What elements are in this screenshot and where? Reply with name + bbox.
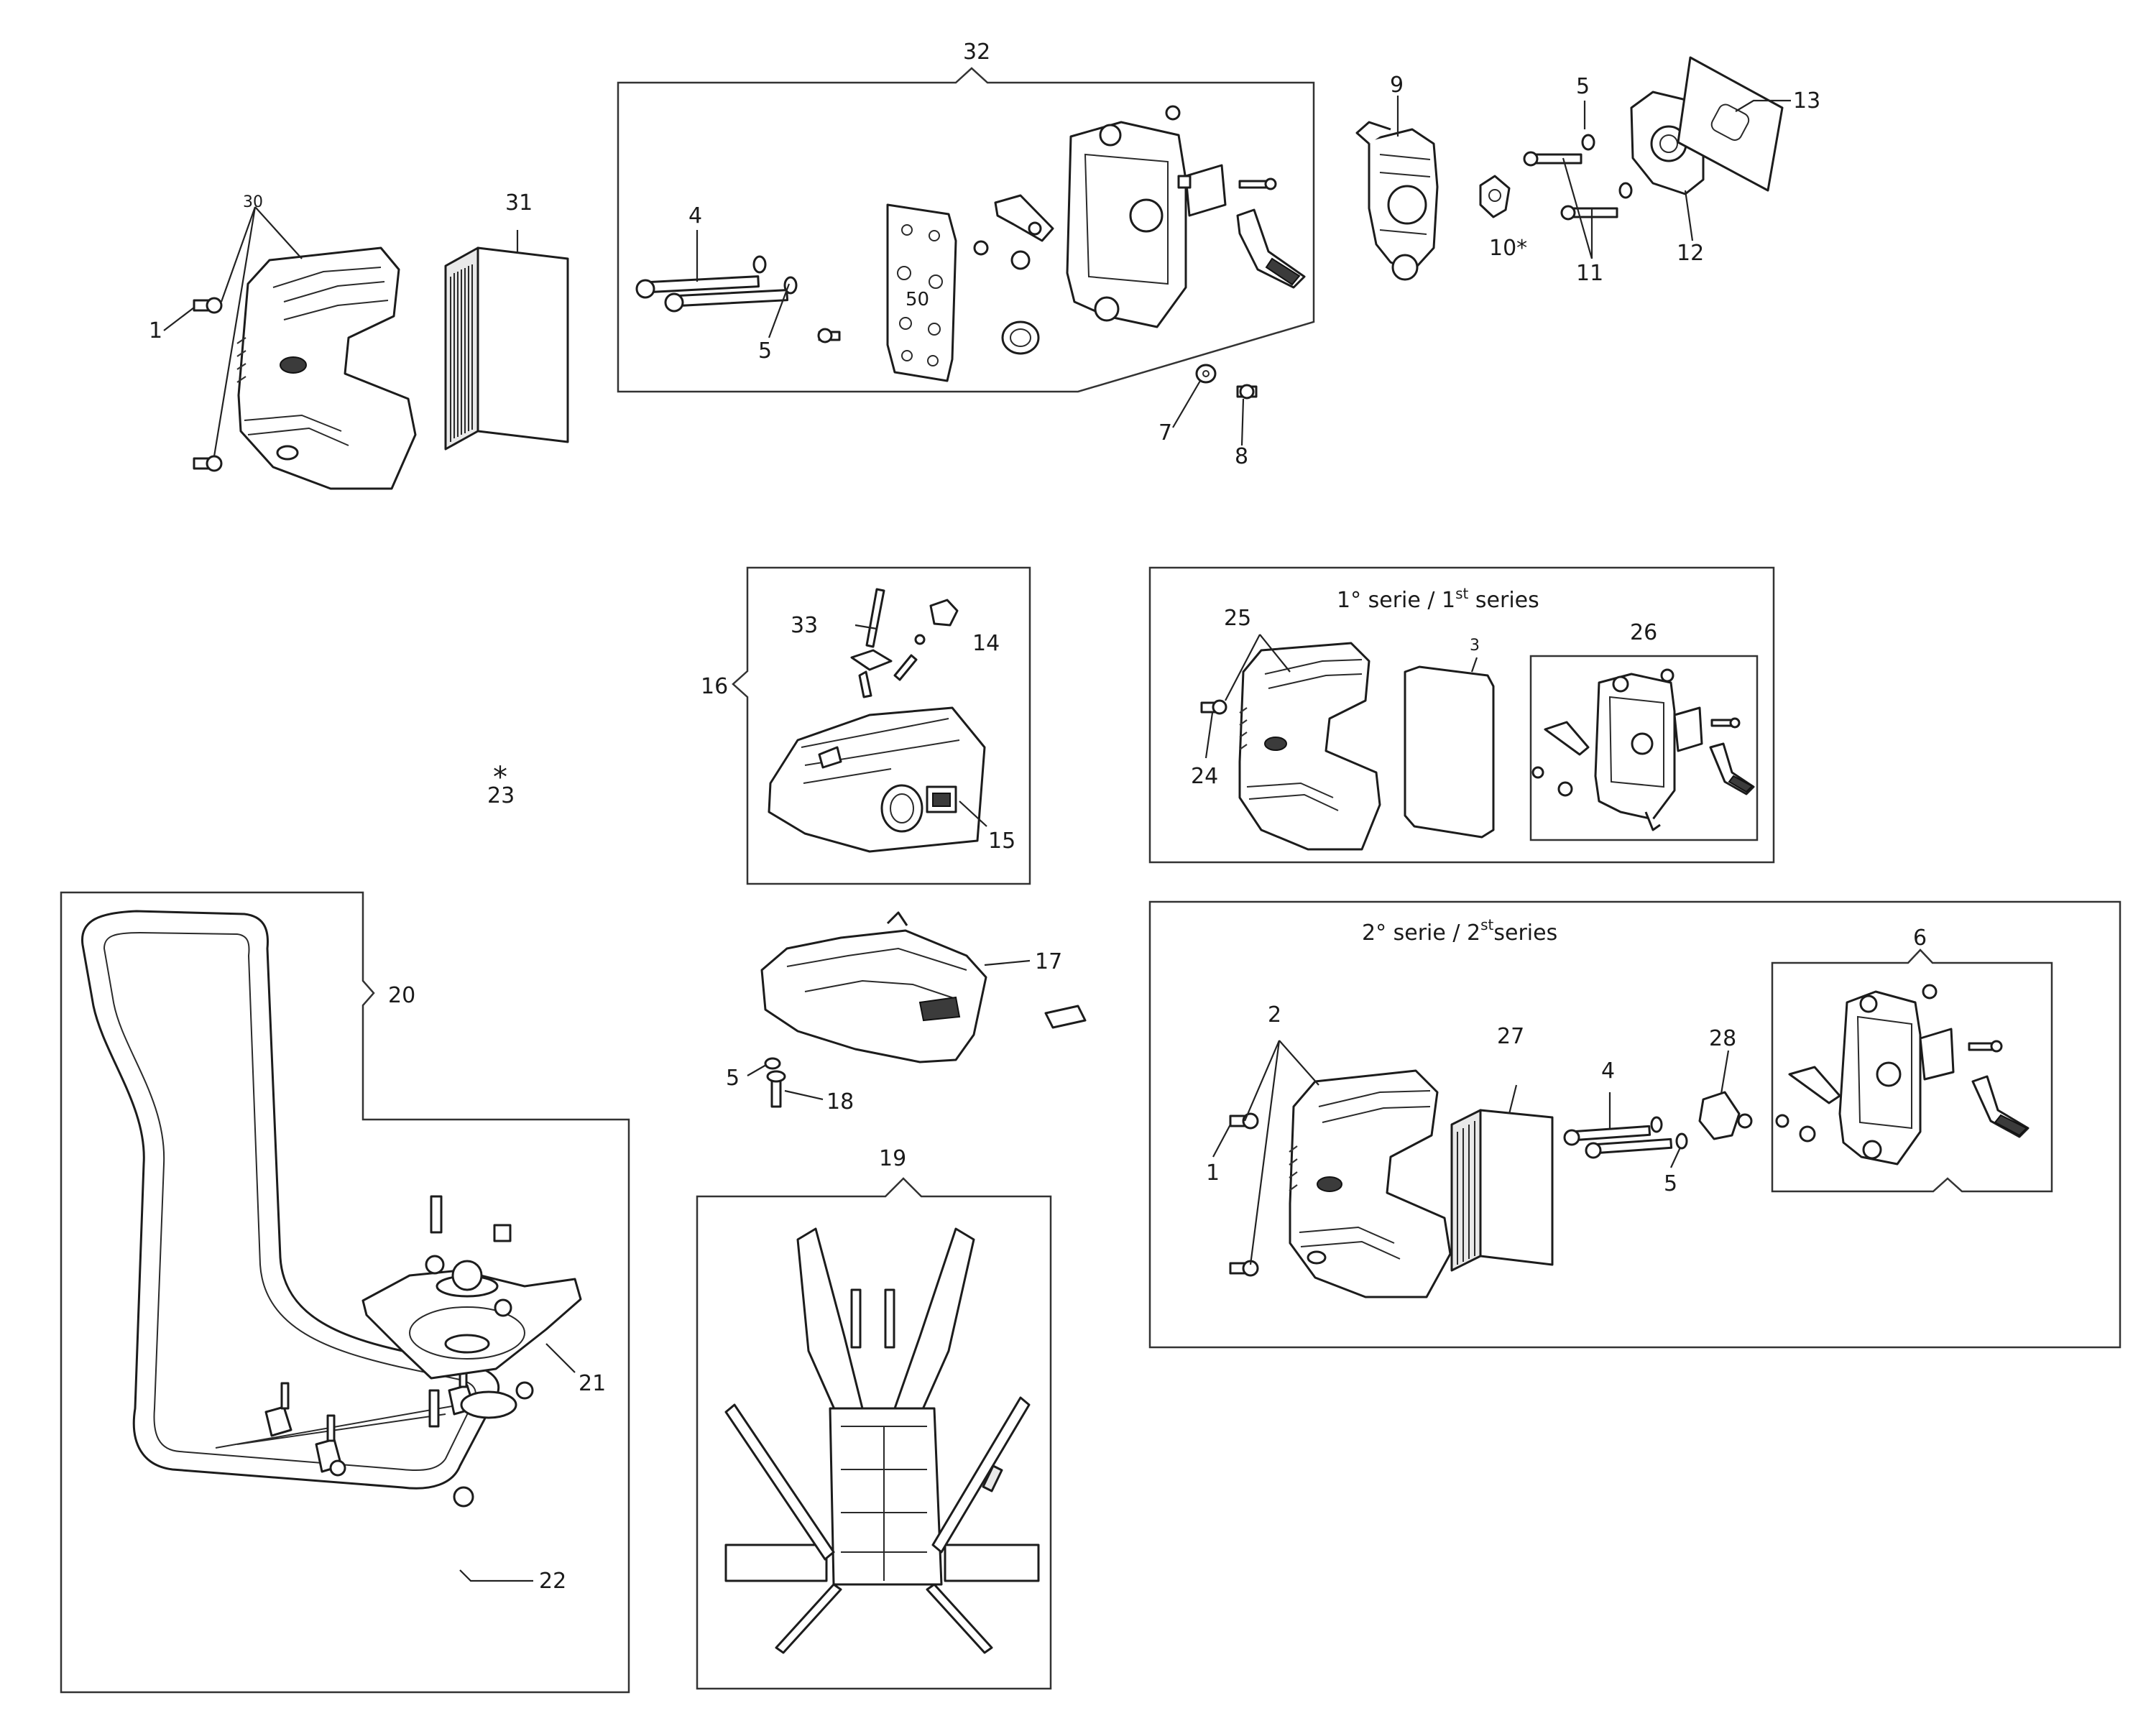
label-17: 17 xyxy=(1035,949,1062,974)
tank-bracket-17 xyxy=(760,911,987,1063)
svg-text:50: 50 xyxy=(906,289,929,310)
label-8: 8 xyxy=(1235,444,1248,469)
bolt-18 xyxy=(766,1070,786,1108)
small-screw xyxy=(817,328,841,343)
washer-5c xyxy=(764,1057,781,1070)
carburetor xyxy=(1355,121,1439,281)
long-bolts-4b xyxy=(1563,1125,1673,1159)
throttle-trigger xyxy=(1236,208,1306,289)
washer-pair xyxy=(752,255,798,295)
label-12: 12 xyxy=(1677,241,1704,266)
washer-pair-5b xyxy=(1581,134,1633,199)
gasket-13 xyxy=(1677,56,1784,192)
series-2-title: 2° serie / 2stseries xyxy=(1362,916,1557,946)
label-5a: 5 xyxy=(758,338,772,364)
harness-19 xyxy=(724,1227,1040,1654)
label-25: 25 xyxy=(1224,606,1251,631)
cover-s2-screw-top xyxy=(1229,1112,1259,1130)
frame-series-2 xyxy=(1148,900,2122,1349)
label-33: 33 xyxy=(791,613,818,638)
gasket-10 xyxy=(1479,175,1511,218)
air-filter-cover xyxy=(236,246,417,490)
washers-5d xyxy=(1650,1116,1688,1150)
label-11: 11 xyxy=(1576,261,1603,286)
nut-pair xyxy=(973,240,1031,270)
label-2: 2 xyxy=(1268,1002,1281,1028)
filter-element-27 xyxy=(1450,1109,1554,1272)
label-23: 23 xyxy=(487,783,515,808)
frame-group-20 xyxy=(60,891,630,1694)
label-32: 32 xyxy=(963,40,990,65)
pivot-plate-21 xyxy=(361,1269,582,1380)
label-6: 6 xyxy=(1913,926,1927,951)
label-5d: 5 xyxy=(1664,1171,1677,1196)
cover-s2-screw-bottom xyxy=(1229,1260,1259,1277)
label-13: 13 xyxy=(1793,88,1820,114)
filter-base-s2 xyxy=(1838,990,1955,1166)
choke-lever xyxy=(994,194,1054,242)
long-bolt-pair xyxy=(635,275,789,313)
cover-screw-bottom xyxy=(193,455,223,472)
nut-top xyxy=(1165,105,1181,121)
label-5b: 5 xyxy=(1576,74,1590,99)
label-14: 14 xyxy=(972,631,1000,656)
label-asterisk: * xyxy=(493,761,507,794)
label-22: 22 xyxy=(539,1569,566,1594)
grommet-14 xyxy=(914,599,959,645)
label-10: 10* xyxy=(1489,236,1527,261)
foam-filter-3 xyxy=(1404,665,1495,839)
frame-group-16 xyxy=(732,566,1031,885)
label-1a: 1 xyxy=(149,318,162,343)
label-21: 21 xyxy=(579,1371,606,1396)
label-5c: 5 xyxy=(726,1066,740,1091)
label-9: 9 xyxy=(1390,73,1404,98)
filter-element xyxy=(444,246,569,451)
frame-group-32 xyxy=(617,67,1315,393)
label-4a: 4 xyxy=(688,203,702,229)
callout-labels: 1 30 31 32 4 5 7 8 9 10* 5 11 12 13 33 1… xyxy=(149,40,1927,1594)
label-15: 15 xyxy=(988,829,1015,854)
fuel-line-33 xyxy=(850,588,918,698)
label-1b: 1 xyxy=(1206,1160,1220,1186)
label-7: 7 xyxy=(1158,420,1172,446)
backpack-frame-20 xyxy=(80,910,500,1490)
filter-base-s1 xyxy=(1594,673,1703,831)
series-1-title: 1° serie / 1st series xyxy=(1337,585,1539,613)
seal-ring xyxy=(1001,320,1040,355)
label-3: 3 xyxy=(1470,637,1480,655)
cover-screw-top xyxy=(193,297,223,314)
bolt-8 xyxy=(1236,384,1258,400)
washer-7 xyxy=(1195,364,1217,384)
small-parts-s2 xyxy=(1775,984,2030,1143)
small-parts-s1 xyxy=(1531,668,1755,797)
pivot-hardware xyxy=(329,1195,534,1508)
label-31: 31 xyxy=(505,190,533,216)
label-27: 27 xyxy=(1497,1024,1524,1049)
label-19: 19 xyxy=(879,1146,906,1171)
label-4b: 4 xyxy=(1601,1058,1615,1084)
frame-series-1 xyxy=(1148,566,1775,864)
rubber-pad xyxy=(1044,1005,1087,1029)
frame-group-19 xyxy=(696,1177,1052,1690)
leader-lines xyxy=(163,96,1791,1582)
label-20: 20 xyxy=(388,983,415,1008)
fuel-tank xyxy=(768,706,986,853)
label-28: 28 xyxy=(1709,1026,1736,1051)
label-16: 16 xyxy=(701,674,728,699)
label-26: 26 xyxy=(1630,620,1657,645)
filter-base-housing xyxy=(1066,121,1227,328)
cover-s1 xyxy=(1238,642,1381,851)
label-18: 18 xyxy=(826,1089,854,1114)
label-30: 30 xyxy=(243,193,263,211)
screw-right xyxy=(1238,177,1277,190)
tank-cap-15 xyxy=(880,784,957,833)
label-24: 24 xyxy=(1191,764,1218,789)
cover-s2 xyxy=(1289,1069,1452,1298)
choke-plate-28 xyxy=(1698,1091,1753,1140)
adapter-plate: 50 xyxy=(886,203,957,382)
vibration-mounts-22 xyxy=(264,1360,476,1473)
screw-24 xyxy=(1200,699,1227,715)
